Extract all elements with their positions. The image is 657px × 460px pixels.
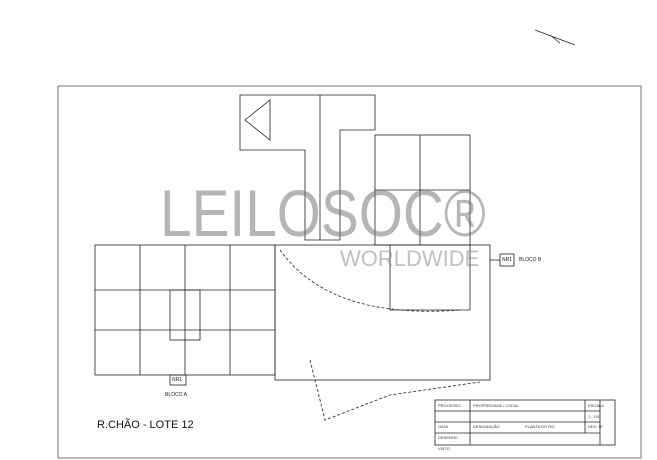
- designation-value: PLANTA DO R/C: [525, 424, 556, 429]
- signature-mark: [534, 29, 576, 46]
- designation-label: DESIGNAÇÃO: [473, 424, 500, 429]
- title-block: [434, 399, 616, 446]
- sheet-label: DES. Nº: [588, 424, 603, 429]
- dashed-outline: [309, 359, 481, 421]
- scale-label: ESCALA: [588, 403, 604, 408]
- watermark-tagline: WORLDWIDE: [340, 246, 480, 271]
- drawing-title: R.CHÃO - LOTE 12: [97, 419, 194, 431]
- scale-value: 1 : 100: [588, 414, 601, 419]
- access-ramp: [239, 94, 376, 241]
- block-a-walls: [95, 245, 275, 375]
- date-label: DATA: [438, 424, 449, 429]
- visto-label: VISTO: [438, 446, 450, 451]
- ramp-arrow: [244, 99, 271, 141]
- nr-box-a: [169, 374, 187, 386]
- block-b-walls: [375, 135, 471, 311]
- title-block-grid: [435, 400, 601, 445]
- watermark-brand: LEILOSOC®: [160, 176, 486, 250]
- nr-label-b: NR1: [502, 257, 513, 263]
- block-b-label: BLOCO B: [519, 257, 542, 263]
- sheet-border: [57, 85, 642, 459]
- stairwell: [169, 289, 201, 341]
- property-label: PROPRIEDADE / LOCAL: [473, 403, 519, 408]
- process-label: PROCESSO: [438, 403, 461, 408]
- nr-label-a: NR1: [172, 377, 183, 383]
- block-a-label: BLOCO A: [165, 392, 187, 398]
- drawing-label: DESENHO: [438, 435, 458, 440]
- dashed-arc: [279, 249, 461, 312]
